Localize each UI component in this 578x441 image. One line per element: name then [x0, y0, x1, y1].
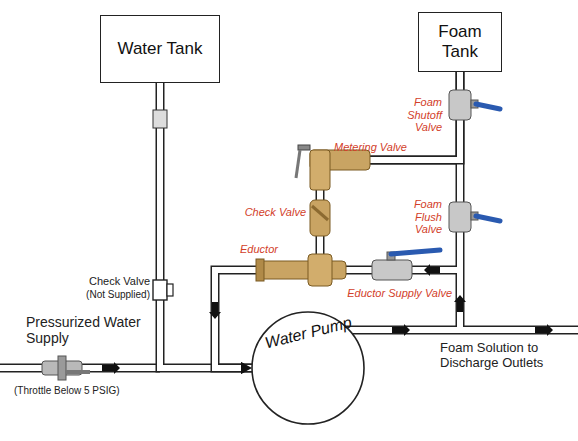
tank-box: Water Tank: [100, 15, 220, 83]
foam-flush-valve: [449, 202, 500, 232]
pipe-connector: [215, 72, 460, 374]
part-label: Metering Valve: [334, 141, 407, 154]
part-label: Eductor Supply Valve: [347, 287, 452, 300]
check-valve-not-supplied: [153, 280, 173, 300]
tank-label: Foam Tank: [427, 22, 493, 61]
part-label: Eductor: [240, 243, 278, 256]
pipe-stroke: [160, 83, 252, 368]
eductor-supply-valve: [372, 250, 440, 280]
throttle-valve: [42, 356, 90, 380]
tank-box: Foam Tank: [418, 12, 502, 72]
pipe-stroke: [160, 83, 252, 368]
pipe-stroke: [215, 72, 460, 368]
pump-circle: Water Pump: [252, 312, 364, 424]
tank-fitting: [153, 110, 167, 128]
pump-casing: [252, 312, 364, 424]
pump-label: Water Pump: [263, 314, 353, 353]
note-label: Pressurized Water Supply: [26, 314, 151, 346]
arrow-head: [241, 362, 252, 374]
part-label: Check Valve: [245, 206, 306, 219]
part-label: Foam Flush Valve: [402, 198, 442, 236]
foam-shutoff-valve: [449, 90, 500, 120]
part-label: Foam Shutoff Valve: [392, 96, 442, 134]
tank-label: Water Tank: [117, 39, 202, 59]
note-label: Check Valve: [89, 275, 150, 288]
note-label: (Throttle Below 5 PSIG): [14, 385, 120, 397]
brass-check-valve: [310, 200, 330, 236]
eductor: [256, 254, 346, 286]
pipe-connector: [160, 83, 252, 374]
note-label: (Not Supplied): [86, 289, 150, 301]
pipe-stroke: [215, 72, 460, 368]
note-label: Foam Solution to Discharge Outlets: [440, 341, 572, 371]
